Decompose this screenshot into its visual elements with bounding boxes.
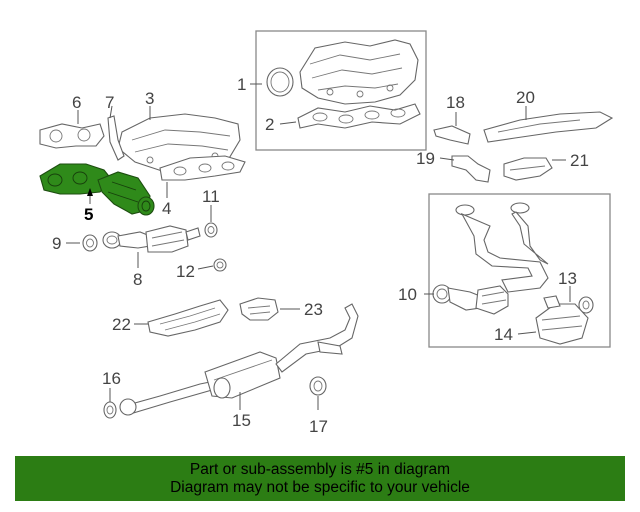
part-19-bracket[interactable]: [451, 155, 491, 183]
callout-4: 4: [162, 199, 171, 218]
callout-3: 3: [145, 89, 154, 108]
part-10-front-pipe-converter[interactable]: [432, 202, 549, 315]
group-box-intake: [255, 30, 427, 151]
callout-1: 1: [237, 75, 246, 94]
part-16-gasket[interactable]: [103, 401, 117, 419]
callout-14: 14: [494, 325, 513, 344]
part-6-exhaust-gasket[interactable]: [39, 123, 105, 149]
part-11-gasket[interactable]: [204, 222, 218, 238]
callout-22: 22: [112, 315, 131, 334]
callout-12: 12: [176, 262, 195, 281]
callout-13: 13: [558, 269, 577, 288]
part-7-bracket[interactable]: [107, 115, 125, 161]
banner-line-1: Part or sub-assembly is #5 in diagram: [189, 461, 451, 478]
part-1-intake-manifold[interactable]: [266, 39, 419, 105]
callout-16: 16: [102, 369, 121, 388]
exhaust-parts-diagram: 1 2 3 4 6 7: [39, 30, 614, 436]
part-12-gasket[interactable]: [213, 258, 227, 272]
banner-line-2: Diagram may not be specific to your vehi…: [170, 479, 470, 496]
callout-15: 15: [232, 411, 251, 430]
part-8-front-pipe[interactable]: [102, 225, 201, 253]
callout-6: 6: [72, 93, 81, 112]
callout-18: 18: [446, 93, 465, 112]
part-15-center-muffler[interactable]: [123, 303, 359, 415]
callout-20: 20: [516, 88, 535, 107]
part-4-gasket[interactable]: [159, 155, 246, 181]
callout-10: 10: [398, 285, 417, 304]
callout-17: 17: [309, 417, 328, 436]
part-20-insulator[interactable]: [483, 111, 614, 143]
part-14-converter[interactable]: [535, 295, 589, 345]
callout-23: 23: [304, 300, 323, 319]
callout-11: 11: [202, 187, 220, 206]
part-23-heat-shield[interactable]: [239, 297, 279, 321]
callout-19: 19: [416, 149, 435, 168]
callout-9: 9: [52, 234, 61, 253]
callout-8: 8: [133, 270, 142, 289]
callout-21: 21: [570, 151, 589, 170]
pipe-flange: [119, 398, 137, 416]
callout-5: 5: [84, 205, 93, 224]
callout-2: 2: [265, 115, 274, 134]
part-5-exhaust-manifold-converter[interactable]: [39, 163, 155, 216]
part-2-intake-gasket[interactable]: [297, 103, 421, 129]
part-9-gasket[interactable]: [82, 234, 98, 252]
part-17-hanger[interactable]: [309, 376, 327, 396]
part-22-heat-shield[interactable]: [147, 299, 229, 337]
info-banner: Part or sub-assembly is #5 in diagram Di…: [15, 456, 625, 501]
part-18-insulator[interactable]: [433, 125, 471, 145]
group-box-exhaust-pipe: [428, 193, 611, 348]
part-21-insulator[interactable]: [503, 157, 553, 181]
part-13-gasket[interactable]: [578, 296, 594, 314]
callout-7: 7: [105, 93, 114, 112]
